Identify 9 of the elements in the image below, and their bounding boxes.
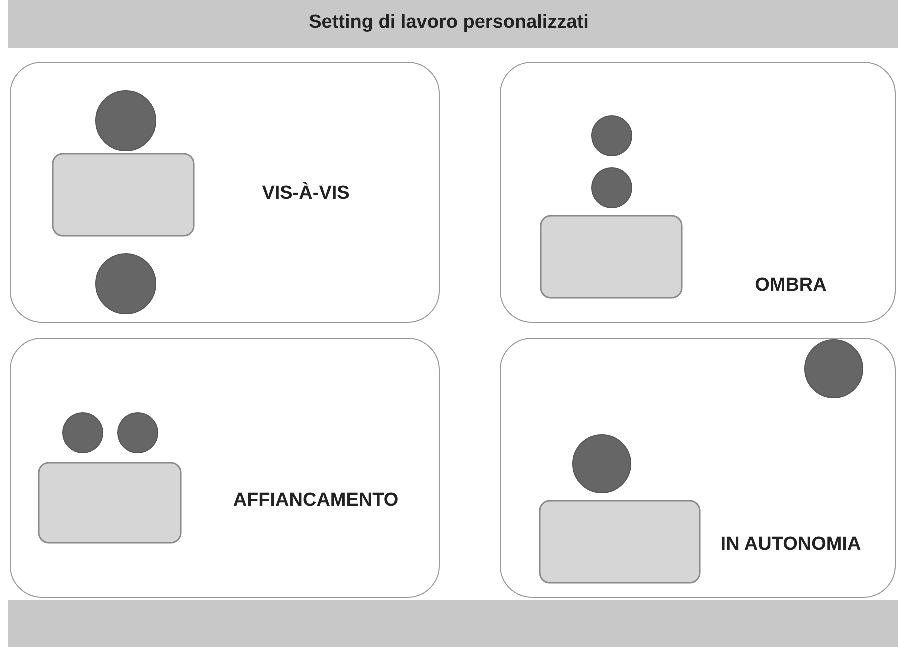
setting-panel [500,62,896,323]
setting-label: OMBRA [755,275,827,297]
setting-label: VIS-À-VIS [262,183,350,205]
setting-label: AFFIANCAMENTO [233,490,399,512]
setting-panel [10,62,440,323]
setting-panel [500,338,896,598]
title: Setting di lavoro personalizzati [308,12,590,34]
setting-panel [10,338,440,598]
setting-label: IN AUTONOMIA [720,534,862,556]
